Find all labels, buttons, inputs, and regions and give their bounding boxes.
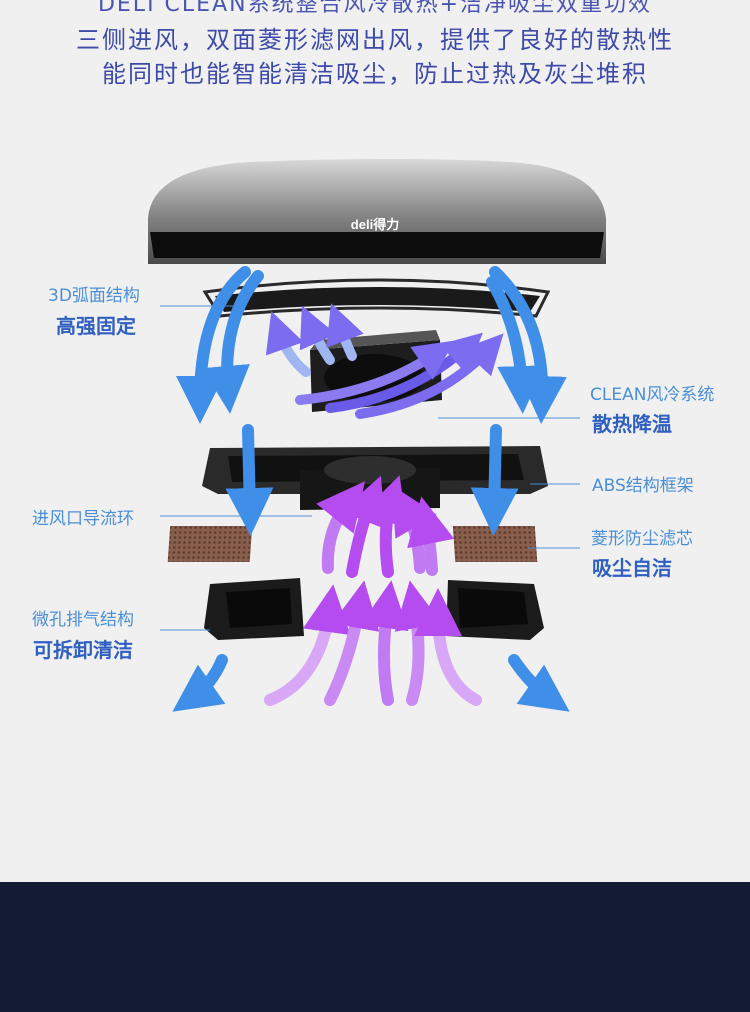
- label-exhaust-main: 可拆卸清洁: [33, 634, 133, 663]
- exhaust-left-part: [204, 578, 304, 640]
- label-fan-sub: CLEAN风冷系统: [590, 380, 714, 405]
- label-fan-main: 散热降温: [592, 408, 672, 437]
- blue-arrow-exhaust-left: [192, 660, 222, 698]
- label-filter-main: 吸尘自洁: [592, 552, 672, 581]
- blue-arrow-exhaust-right: [514, 660, 550, 698]
- label-abs-sub: ABS结构框架: [592, 471, 694, 496]
- filter-right: [453, 526, 538, 562]
- label-arc-sub: 3D弧面结构: [48, 281, 140, 306]
- top-cover-part: deli得力: [148, 159, 606, 264]
- label-filter-sub: 菱形防尘滤芯: [591, 524, 693, 549]
- label-arc-main: 高强固定: [56, 310, 136, 339]
- label-intake-sub: 进风口导流环: [32, 504, 134, 529]
- label-exhaust-sub: 微孔排气结构: [32, 605, 134, 630]
- blue-arrow-mid-left: [248, 430, 250, 512]
- blue-arrow-mid-right: [494, 430, 496, 512]
- footer-band: [0, 882, 750, 1012]
- exploded-view-diagram: deli得力: [0, 0, 750, 880]
- brand-logo: deli得力: [351, 217, 399, 232]
- exhaust-right-part: [446, 580, 544, 640]
- filter-left: [168, 526, 253, 562]
